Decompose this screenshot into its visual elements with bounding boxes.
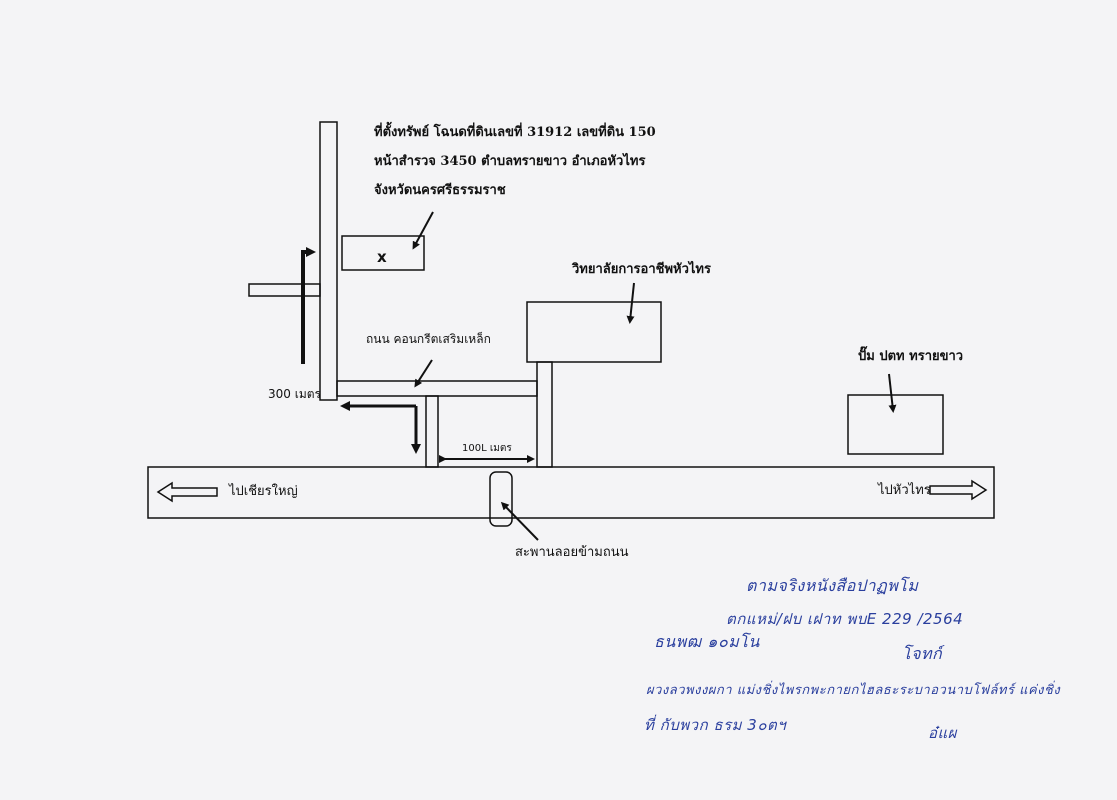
connector-road-right [536, 361, 553, 468]
vertical-road [319, 121, 338, 401]
gas-station-label: ปั๊ม ปตท ทรายขาว [858, 349, 964, 364]
handwriting-line2: ตกแหม่/ฝบ เฝาท พบE 229 /2564 [726, 610, 964, 628]
concrete-road-label: ถนน คอนกรีตเสริมเหล็ก [366, 332, 491, 346]
pointer-gas-station [888, 373, 897, 413]
property-title-line1: ที่ตั้งทรัพย์ โฉนดที่ดินเลขที่ 31912 เลข… [374, 125, 656, 140]
arrow-right-hollow [929, 479, 988, 501]
handwriting-line1: ตามจริงหนังสือปาฏพโม [746, 576, 919, 595]
handwriting-line5-left: ที่ กับพวก ธรม 3๐ตฯ [644, 716, 787, 734]
footbridge [489, 471, 513, 527]
pointer-property [412, 211, 434, 250]
property-plot [341, 235, 425, 271]
to-hua-sai-label: ไปหัวไทร [878, 483, 931, 498]
footbridge-label: สะพานลอยข้ามถนน [515, 545, 629, 560]
handwriting-line3-right: โจทก์ [902, 644, 943, 663]
side-stub-road [248, 283, 321, 297]
distance-300-label: 300 เมตร [268, 387, 321, 401]
concrete-road [336, 380, 538, 397]
gas-station-building [847, 394, 944, 455]
property-marker: x [377, 248, 387, 266]
handwriting-line5-right: อ๋แผ [928, 724, 957, 742]
handwriting-line3-left: ธนพฒ ๑๐มโน [654, 632, 760, 651]
main-highway [147, 466, 995, 519]
to-chian-yai-label: ไปเชียรใหญ่ [229, 484, 298, 499]
distance-100-label: 100L เมตร [462, 443, 512, 454]
route-arrow-up [301, 247, 316, 364]
pointer-college [626, 282, 635, 324]
arrow-left-hollow [156, 481, 218, 503]
property-title-line3: จังหวัดนครศรีธรรมราช [374, 183, 506, 198]
connector-road-left [425, 395, 439, 468]
college-building [526, 301, 662, 363]
pointer-concrete-road [414, 359, 433, 388]
pointer-footbridge [500, 501, 539, 541]
property-title-line2: หน้าสำรวจ 3450 ตำบลทรายขาว อำเภอหัวไทร [374, 154, 646, 169]
college-label: วิทยาลัยการอาชีพหัวไทร [572, 262, 711, 277]
handwriting-line4: ผวงลวพงงผกา แม่งชิ่งไพรกพะกายกไฮลธะระบาอ… [646, 683, 1061, 698]
